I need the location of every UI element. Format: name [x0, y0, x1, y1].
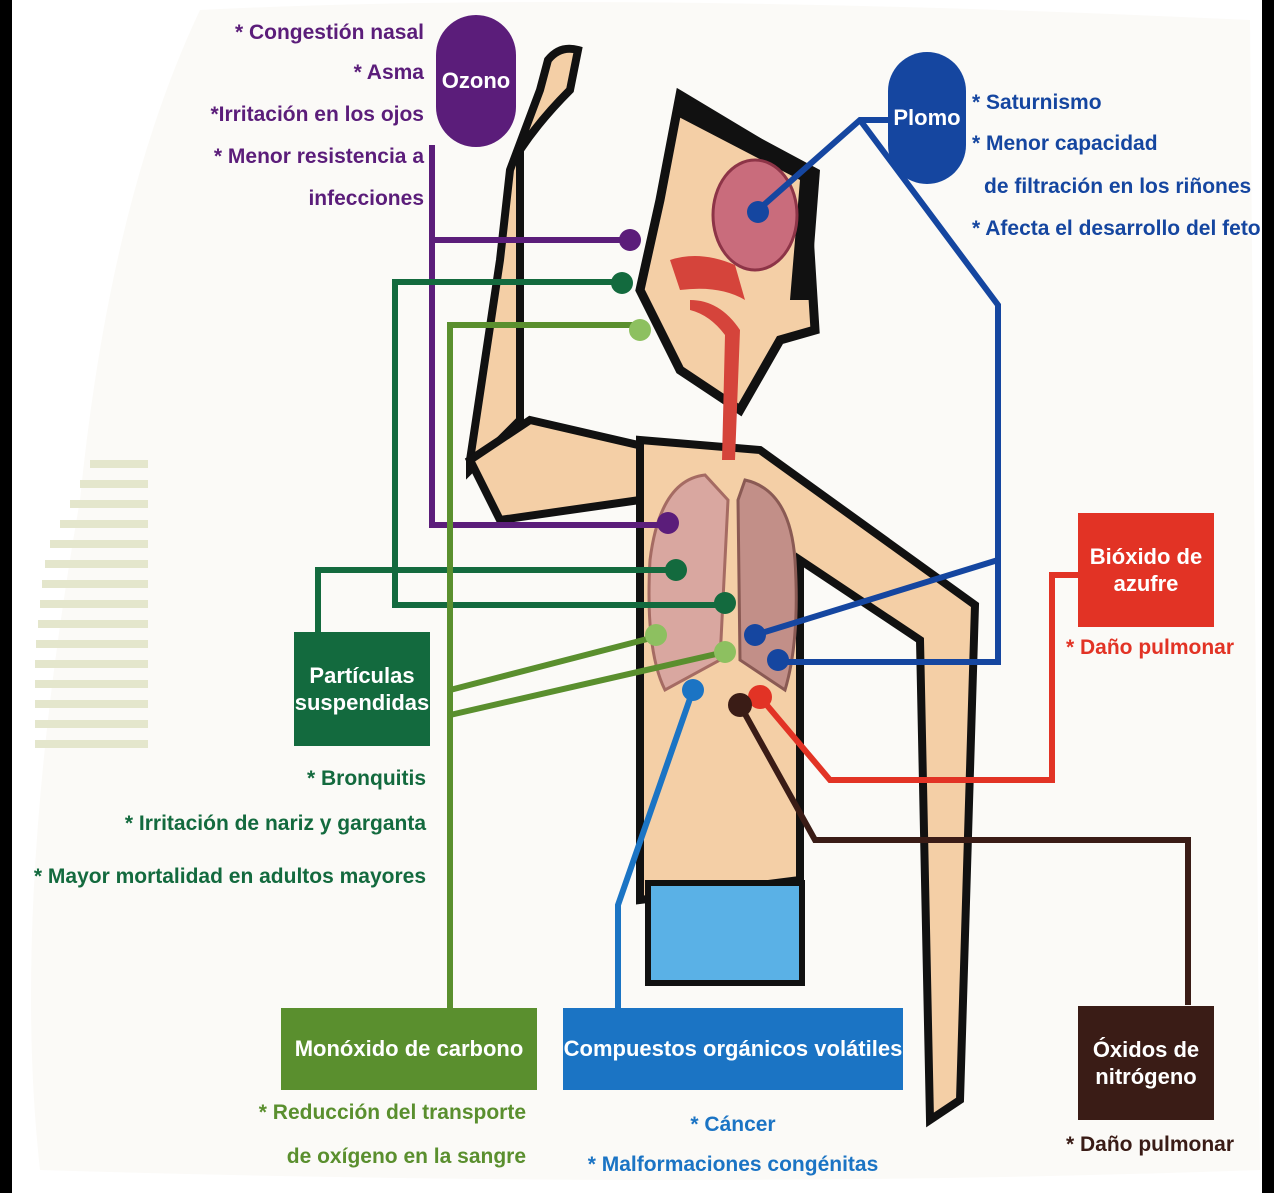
co-box: Monóxido de carbono [281, 1008, 537, 1090]
nox-box: Óxidos de nitrógeno [1078, 1006, 1214, 1120]
particles-effect-3: * Mayor mortalidad en adultos mayores [34, 866, 426, 888]
lead-label: Plomo [893, 105, 960, 131]
so2-box: Bióxido de azufre [1078, 513, 1214, 627]
lead-effect-1: * Saturnismo [972, 92, 1102, 114]
particles-effect-2: * Irritación de nariz y garganta [125, 813, 426, 835]
voc-label: Compuestos orgánicos volátiles [564, 1035, 903, 1063]
voc-effect-2: * Malformaciones congénitas [563, 1154, 903, 1176]
ozone-label: Ozono [442, 68, 510, 94]
lead-effect-3: de filtración en los riñones [984, 176, 1251, 198]
particles-label-line2: suspendidas [295, 689, 429, 717]
lead-badge: Plomo [888, 52, 966, 184]
particles-box: Partículas suspendidas [294, 632, 430, 746]
pants [648, 883, 802, 983]
lead-effect-4: * Afecta el desarrollo del feto [972, 218, 1261, 240]
ozone-badge: Ozono [436, 15, 516, 147]
nox-effect-1: * Daño pulmonar [1066, 1134, 1234, 1156]
ozone-effect-5: infecciones [308, 188, 424, 210]
co-effect-2: de oxígeno en la sangre [287, 1146, 526, 1168]
ozone-effect-4: * Menor resistencia a [214, 146, 424, 168]
lead-effect-2: * Menor capacidad [972, 133, 1158, 155]
so2-effect-1: * Daño pulmonar [1066, 637, 1234, 659]
left-stripes [35, 460, 148, 748]
voc-effect-1: * Cáncer [563, 1114, 903, 1136]
ozone-effect-3: *Irritación en los ojos [210, 104, 424, 126]
ozone-effect-1: * Congestión nasal [235, 22, 424, 44]
particles-label-line1: Partículas [309, 662, 414, 690]
nox-label-line1: Óxidos de [1093, 1036, 1199, 1064]
voc-box: Compuestos orgánicos volátiles [563, 1008, 903, 1090]
particles-effect-1: * Bronquitis [307, 768, 426, 790]
co-effect-1: * Reducción del transporte [259, 1102, 526, 1124]
so2-label-line1: Bióxido de [1090, 543, 1202, 571]
ozone-effect-2: * Asma [354, 62, 424, 84]
nox-label-line2: nitrógeno [1095, 1063, 1196, 1091]
so2-label-line2: azufre [1114, 570, 1179, 598]
co-label: Monóxido de carbono [295, 1035, 524, 1063]
